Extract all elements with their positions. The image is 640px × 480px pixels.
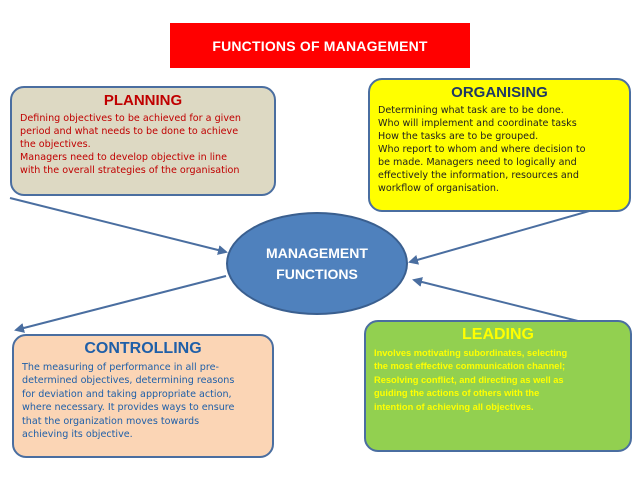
organising-line: Determining what task are to be done. bbox=[378, 105, 564, 116]
planning-line: period and what needs to be done to achi… bbox=[20, 126, 239, 137]
organising-box: ORGANISING Determining what task are to … bbox=[368, 78, 631, 212]
planning-heading: PLANNING bbox=[103, 92, 183, 109]
arrow-planning-to-center bbox=[9, 197, 228, 255]
planning-line: with the overall strategies of the organ… bbox=[20, 165, 240, 176]
leading-line: the most effective communication channel… bbox=[374, 361, 566, 372]
controlling-line: that the organization moves towards bbox=[22, 415, 200, 427]
organising-text: Determining what task are to be done. Wh… bbox=[378, 104, 621, 195]
leading-line: guiding the actions of others with the bbox=[374, 388, 540, 399]
planning-box: PLANNING Defining objectives to be achie… bbox=[10, 86, 276, 196]
center-label-line2: FUNCTIONS bbox=[276, 265, 358, 282]
organising-line: effectively the information, resources a… bbox=[378, 170, 579, 181]
controlling-text: The measuring of performance in all pre-… bbox=[22, 361, 264, 441]
arrow-center-to-controlling bbox=[14, 275, 227, 333]
organising-line: Who report to whom and where decision to bbox=[378, 144, 586, 155]
leading-line: intention of achieving all objectives. bbox=[374, 401, 534, 412]
controlling-line: The measuring of performance in all pre- bbox=[22, 362, 219, 373]
leading-heading: LEADING bbox=[462, 326, 534, 343]
organising-line: be made. Managers need to logically and bbox=[378, 157, 577, 168]
controlling-heading: CONTROLLING bbox=[84, 340, 202, 357]
organising-line: workflow of organisation. bbox=[378, 183, 499, 194]
planning-line: the objectives. bbox=[20, 139, 91, 150]
planning-text: Defining objectives to be achieved for a… bbox=[20, 112, 266, 177]
controlling-line: determined objectives, determining reaso… bbox=[22, 375, 235, 387]
leading-line: Resolving conflict, and directing as wel… bbox=[374, 374, 564, 385]
center-ellipse: MANAGEMENT FUNCTIONS bbox=[226, 212, 408, 315]
center-label-line1: MANAGEMENT bbox=[266, 244, 368, 261]
organising-heading: ORGANISING bbox=[451, 84, 548, 101]
page-title: FUNCTIONS OF MANAGEMENT bbox=[212, 37, 428, 54]
controlling-line: for deviation and taking appropriate act… bbox=[22, 388, 232, 400]
controlling-line: achieving its objective. bbox=[22, 429, 133, 441]
organising-line: How the tasks are to be grouped. bbox=[378, 131, 539, 142]
controlling-line: where necessary. It provides ways to ens… bbox=[22, 402, 235, 414]
organising-line: Who will implement and coordinate tasks bbox=[378, 118, 577, 129]
controlling-box: CONTROLLING The measuring of performance… bbox=[12, 334, 274, 458]
leading-line: Involves motivating subordinates, select… bbox=[374, 348, 568, 358]
leading-text: Involves motivating subordinates, select… bbox=[374, 347, 622, 414]
planning-line: Defining objectives to be achieved for a… bbox=[20, 113, 241, 124]
leading-box: LEADING Involves motivating subordinates… bbox=[364, 320, 632, 452]
title-banner: FUNCTIONS OF MANAGEMENT bbox=[170, 23, 470, 68]
planning-line: Managers need to develop objective in li… bbox=[20, 152, 228, 163]
